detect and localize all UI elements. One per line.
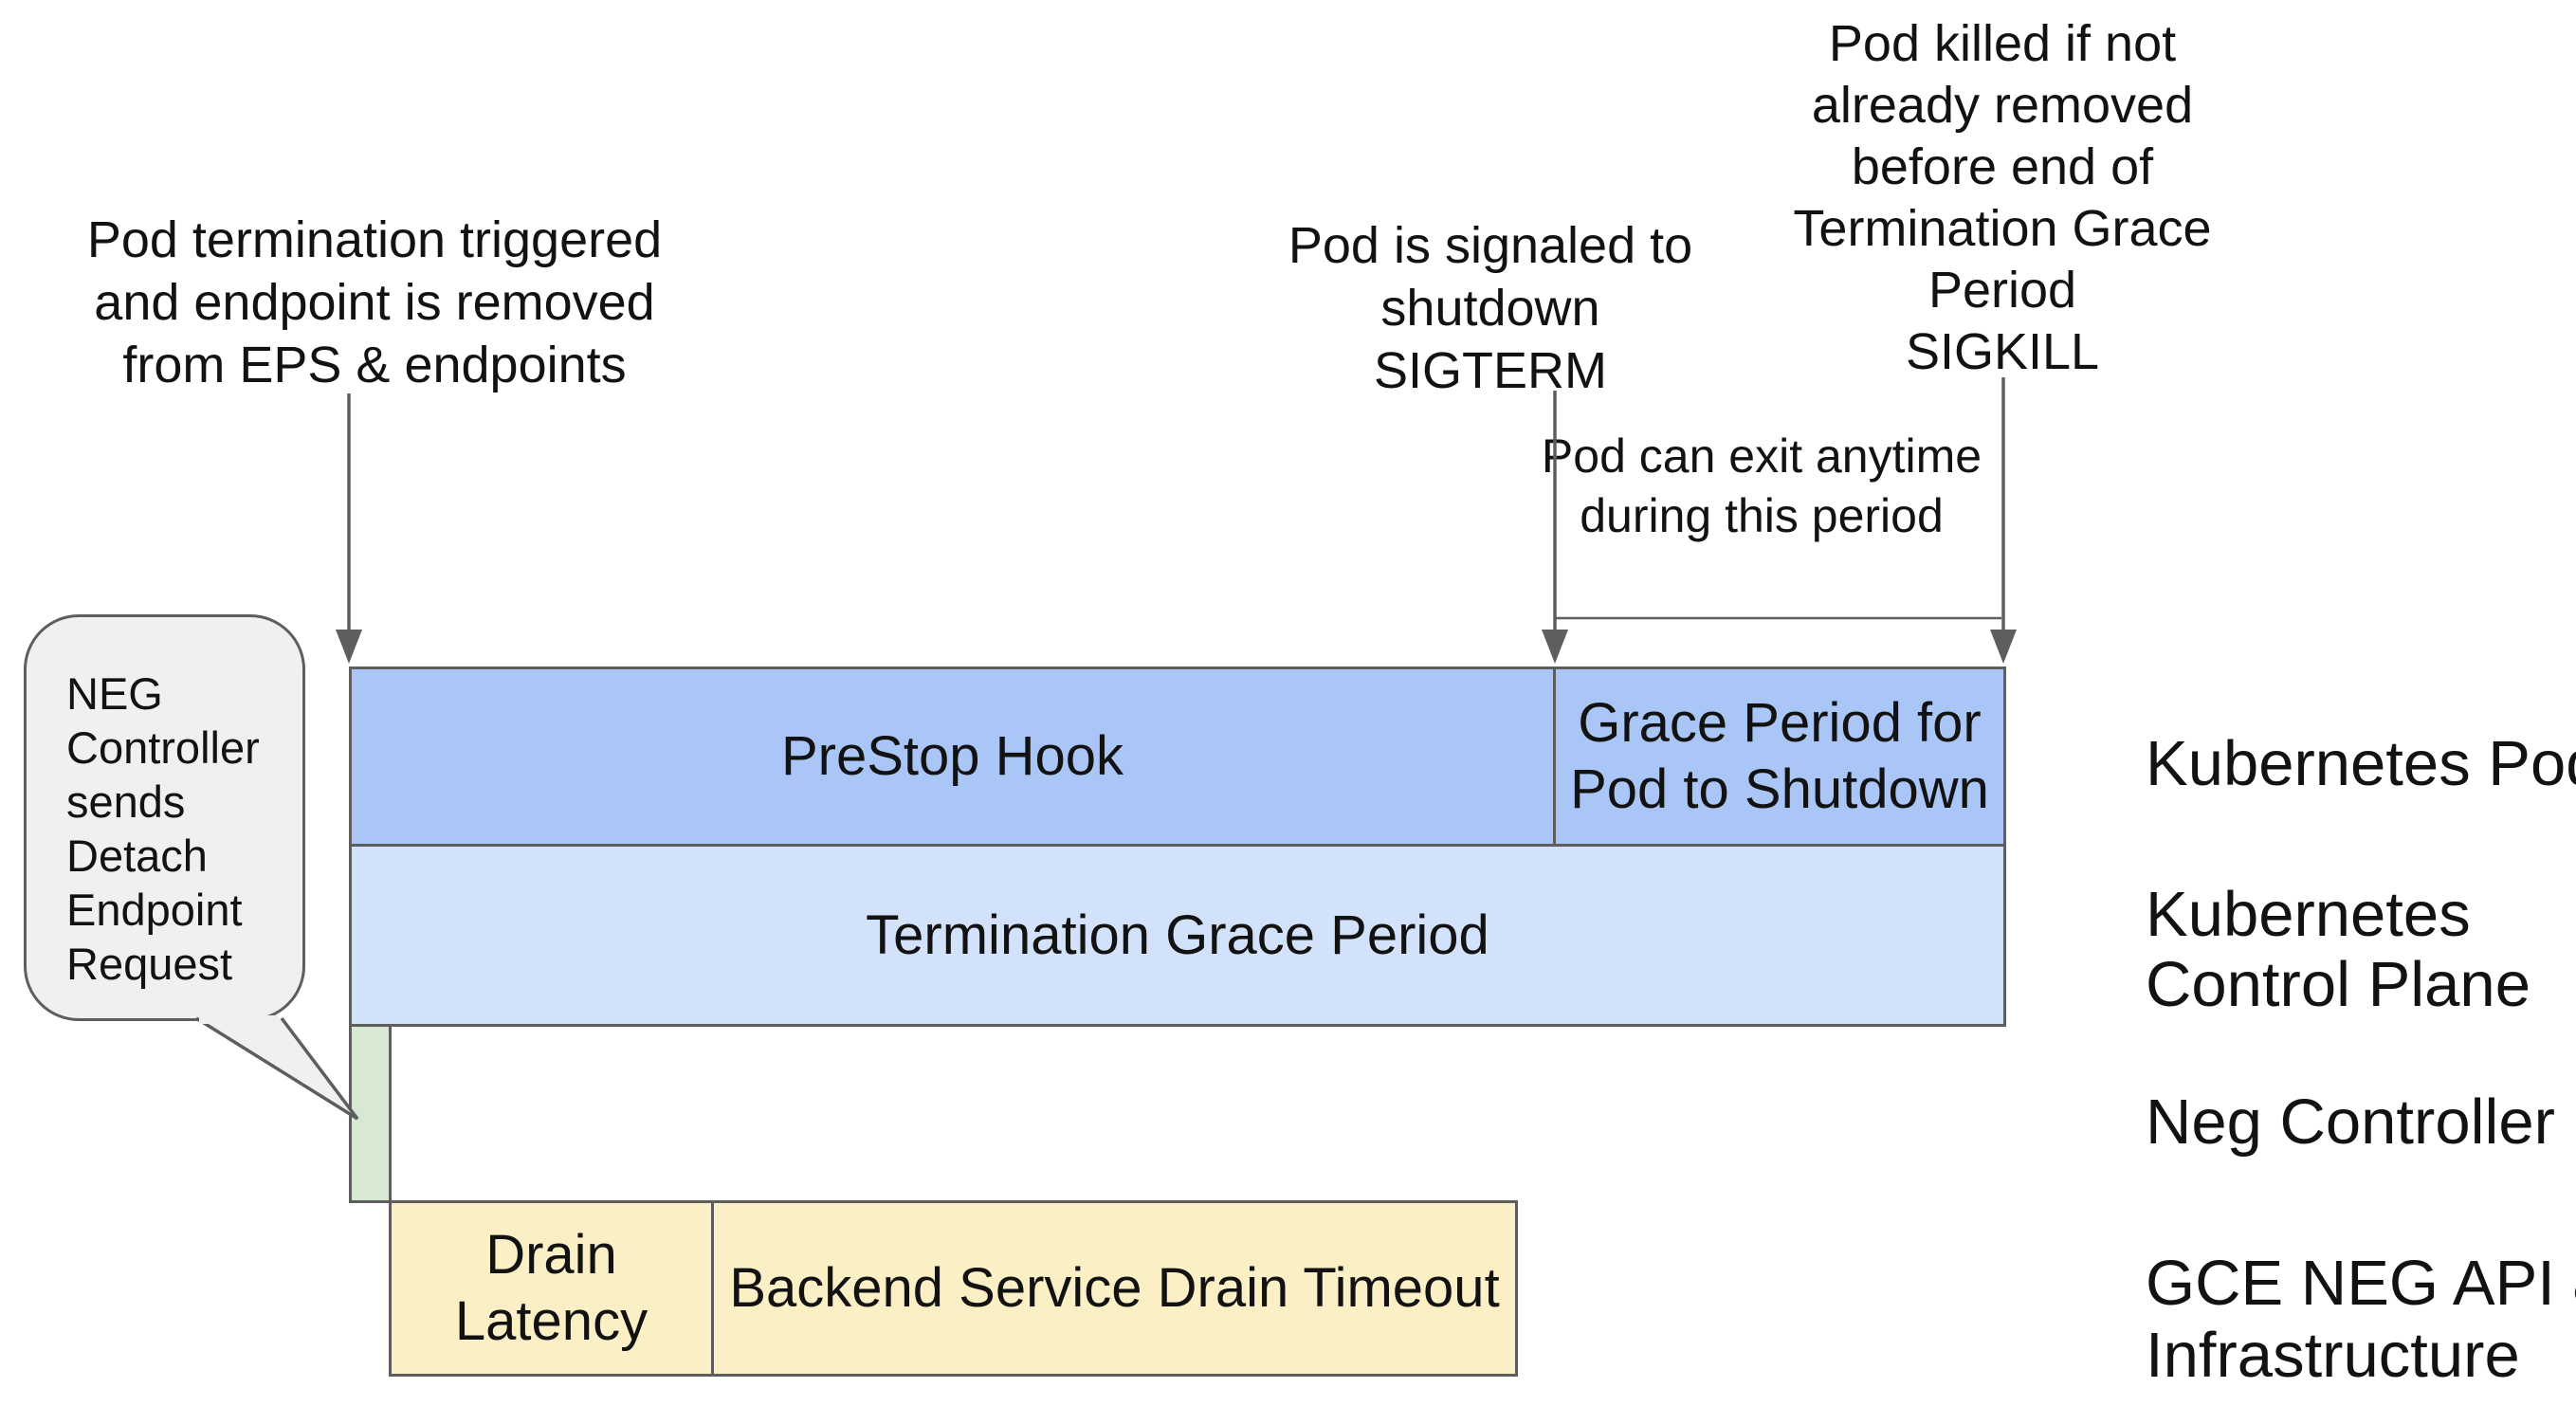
speech-bubble-line: Detach (66, 831, 208, 881)
bar-backend-drain-timeout: Backend Service Drain Timeout (711, 1200, 1518, 1377)
arrow-sigterm-head-icon (1542, 630, 1568, 664)
annotation-line: Pod is signaled to (1288, 217, 1693, 274)
annotation-line: Pod killed if not (1828, 15, 2177, 72)
row-label-kubernetes-pod: Kubernetes Pod (2146, 728, 2576, 800)
bar-prestop-hook: PreStop Hook (349, 666, 1556, 847)
speech-bubble: NEG Controller sends Detach Endpoint Req… (24, 614, 305, 1021)
bar-drain-latency-label: Drain (485, 1224, 617, 1286)
speech-bubble-line: Request (66, 939, 233, 989)
speech-bubble-tail (195, 1016, 359, 1121)
annotation-pod-termination: Pod termination triggered and endpoint i… (87, 209, 662, 396)
annotation-line: Pod can exit anytime (1541, 429, 1982, 483)
bar-grace-period: Grace Period for Pod to Shutdown (1553, 666, 2006, 847)
row-label-line: Kubernetes Pod (2146, 728, 2576, 799)
bar-prestop-hook-label: PreStop Hook (780, 725, 1124, 787)
bar-termination-grace-period-label: Termination Grace Period (866, 904, 1489, 966)
annotation-line: Termination Grace (1793, 200, 2212, 257)
speech-bubble-text: NEG Controller sends Detach Endpoint Req… (66, 666, 260, 991)
row-label-gce-neg-api: GCE NEG API & Infrastructure (2146, 1248, 2576, 1392)
bar-termination-grace-period: Termination Grace Period (349, 844, 2006, 1027)
annotation-line: Period (1927, 262, 2077, 319)
bar-neg-detach (349, 1024, 392, 1203)
annotation-line: shutdown (1380, 280, 1600, 337)
row-label-line: Neg Controller (2146, 1086, 2555, 1158)
annotation-sigterm: Pod is signaled to shutdown SIGTERM (1288, 214, 1692, 402)
speech-bubble-line: Controller (66, 722, 260, 773)
arrow-pod-termination-head-icon (336, 630, 362, 664)
annotation-line: from EPS & endpoints (122, 337, 627, 393)
arrow-sigkill-head-icon (1990, 630, 2017, 664)
annotation-line: Pod termination triggered (86, 211, 663, 268)
bar-backend-drain-timeout-label: Backend Service Drain Timeout (729, 1257, 1500, 1319)
annotation-line: SIGKILL (1905, 323, 2100, 380)
speech-bubble-line: Endpoint (66, 885, 243, 935)
annotation-line: during this period (1580, 489, 1944, 542)
annotation-line: before end of (1851, 138, 2154, 195)
row-label-line: GCE NEG API & (2146, 1248, 2576, 1319)
bar-grace-period-label: Pod to Shutdown (1570, 758, 1989, 820)
row-label-kubernetes-control-plane: Kubernetes Control Plane (2146, 880, 2530, 1020)
annotation-line: already removed (1811, 77, 2194, 134)
bar-drain-latency-label: Latency (454, 1290, 649, 1352)
annotation-exit-window: Pod can exit anytime during this period (1542, 427, 1982, 546)
row-label-neg-controller: Neg Controller (2146, 1086, 2555, 1159)
row-label-line: Control Plane (2146, 949, 2530, 1020)
speech-bubble-line: sends (66, 776, 186, 827)
row-label-line: Infrastructure (2146, 1320, 2520, 1391)
row-label-line: Kubernetes (2146, 879, 2471, 950)
annotation-line: SIGTERM (1373, 342, 1607, 399)
annotation-sigkill: Pod killed if not already removed before… (1793, 13, 2211, 383)
speech-bubble-line: NEG (66, 668, 163, 719)
bar-grace-period-label: Grace Period for (1578, 692, 1982, 754)
bar-drain-latency: Drain Latency (389, 1200, 714, 1377)
annotation-line: and endpoint is removed (94, 274, 655, 331)
